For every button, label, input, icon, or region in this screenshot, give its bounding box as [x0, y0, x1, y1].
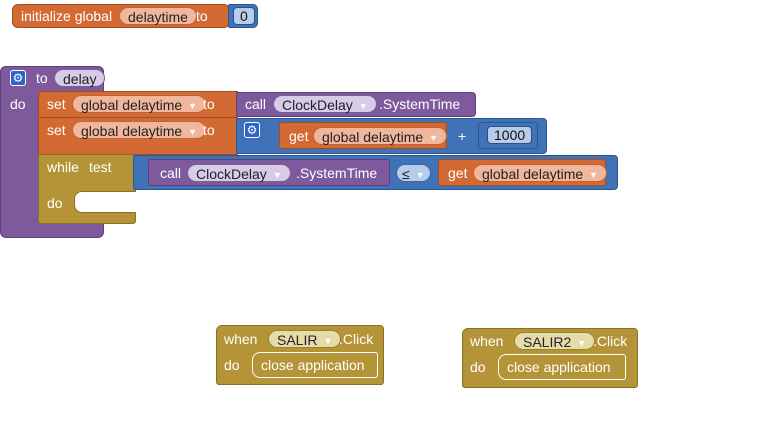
event2-when-label: when — [470, 333, 504, 349]
comparator-text: ≤ — [402, 166, 410, 182]
event2-component-text: SALIR2 — [523, 334, 572, 350]
call1-component-dropdown[interactable]: ClockDelay ▼ — [273, 95, 377, 113]
call1-label: call — [245, 96, 267, 112]
event1-component-dropdown[interactable]: SALIR ▼ — [268, 330, 342, 348]
gear-icon[interactable]: ⚙ — [10, 70, 26, 86]
dropdown-arrow-icon: ▼ — [577, 338, 587, 349]
call1-method-label: .SystemTime — [379, 96, 461, 112]
call2-component-dropdown[interactable]: ClockDelay ▼ — [187, 164, 291, 182]
event1-component-text: SALIR — [277, 332, 318, 348]
get1-variable-text: global delaytime — [322, 129, 424, 145]
call2-label: call — [160, 165, 182, 181]
set1-keyword: set — [47, 96, 66, 112]
add-operator-label: + — [458, 128, 467, 144]
number-value-field[interactable]: 1000 — [487, 126, 533, 144]
while-do-label: do — [47, 195, 63, 211]
dropdown-arrow-icon: ▼ — [272, 170, 282, 181]
gear-icon[interactable]: ⚙ — [244, 122, 260, 138]
event2-action-label: close application — [507, 359, 611, 375]
event1-when-label: when — [224, 331, 258, 347]
event2-event-label: .Click — [593, 333, 628, 349]
dropdown-arrow-icon: ▼ — [415, 170, 425, 181]
init-variable-text: delaytime — [128, 9, 188, 25]
dropdown-arrow-icon: ▼ — [429, 133, 439, 144]
get2-variable-dropdown[interactable]: global delaytime ▼ — [473, 164, 608, 182]
set1-to-label: to — [203, 96, 215, 112]
event1-event-label: .Click — [339, 331, 374, 347]
set2-to-label: to — [203, 122, 215, 138]
close-application-block-1[interactable] — [252, 352, 378, 378]
init-value-field[interactable]: 0 — [233, 7, 255, 25]
set1-variable-dropdown[interactable]: global delaytime ▼ — [72, 95, 207, 113]
procedure-to-label: to — [36, 70, 48, 86]
call2-method-label: .SystemTime — [296, 165, 378, 181]
while-header — [38, 154, 136, 190]
init-to-label: to — [196, 8, 208, 24]
set1-variable-text: global delaytime — [81, 97, 183, 113]
get2-variable-text: global delaytime — [482, 166, 584, 182]
event2-do-label: do — [470, 359, 486, 375]
procedure-name-field[interactable]: delay — [54, 69, 106, 87]
init-variable-name[interactable]: delaytime — [119, 7, 197, 25]
event1-action-label: close application — [261, 357, 365, 373]
dropdown-arrow-icon: ▼ — [358, 101, 368, 112]
call2-component-text: ClockDelay — [196, 166, 267, 182]
set2-variable-text: global delaytime — [81, 123, 183, 139]
while-label: while — [47, 159, 79, 175]
initialize-global-label: initialize global — [21, 8, 113, 24]
dropdown-arrow-icon: ▼ — [188, 101, 198, 112]
get1-label: get — [289, 128, 309, 144]
set2-variable-dropdown[interactable]: global delaytime ▼ — [72, 121, 207, 139]
dropdown-arrow-icon: ▼ — [323, 336, 333, 347]
call1-component-text: ClockDelay — [282, 97, 353, 113]
get2-label: get — [448, 165, 468, 181]
procedure-do-label: do — [10, 96, 26, 112]
set2-keyword: set — [47, 122, 66, 138]
dropdown-arrow-icon: ▼ — [188, 127, 198, 138]
close-application-block-2[interactable] — [498, 354, 626, 380]
test-label: test — [89, 159, 112, 175]
comparator-dropdown[interactable]: ≤▼ — [396, 164, 431, 182]
get1-variable-dropdown[interactable]: global delaytime ▼ — [313, 127, 448, 145]
while-do-slot[interactable] — [74, 191, 136, 213]
event1-do-label: do — [224, 357, 240, 373]
event2-component-dropdown[interactable]: SALIR2 ▼ — [514, 332, 596, 350]
dropdown-arrow-icon: ▼ — [589, 170, 599, 181]
